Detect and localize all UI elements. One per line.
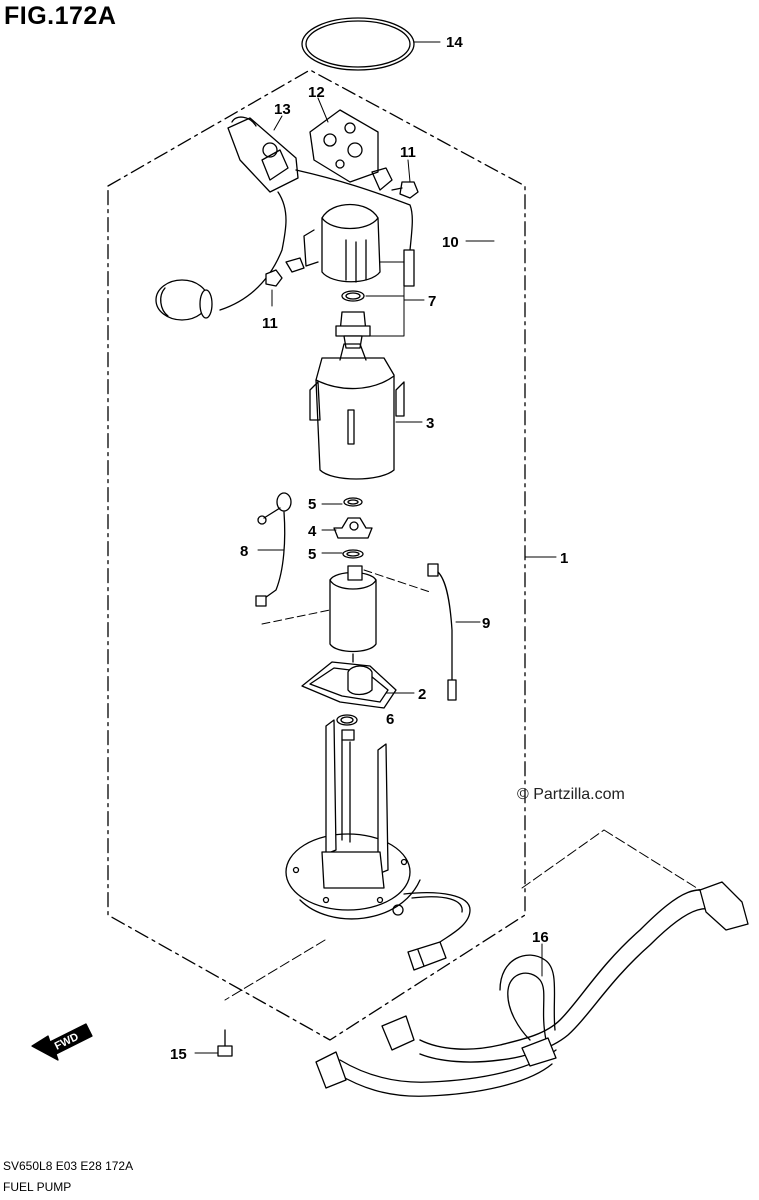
check-valve-part [335, 311, 371, 349]
watermark-text: © Partzilla.com [517, 786, 625, 803]
fwd-arrow-icon: FWD [31, 1023, 93, 1061]
callout-10: 10 [442, 234, 459, 251]
pump-coupler-wire [403, 892, 471, 971]
callout-5-upper: 5 [308, 496, 316, 513]
assembly-outline [107, 69, 526, 1041]
pump-holder-part [309, 343, 405, 480]
callout-1: 1 [560, 550, 568, 567]
lead-wire-part-8 [255, 492, 292, 607]
o-ring-part-5a [343, 497, 363, 507]
callout-2: 2 [418, 686, 426, 703]
callout-8: 8 [240, 543, 248, 560]
o-ring-part-7 [341, 290, 365, 302]
figure-title: FIG.172A [4, 2, 117, 30]
callout-11-upper: 11 [400, 144, 416, 161]
bolt-part-upper [391, 181, 419, 199]
callout-7: 7 [428, 293, 436, 310]
pressure-regulator-part [309, 109, 393, 191]
callout-12: 12 [308, 84, 325, 101]
callout-6: 6 [386, 711, 394, 728]
leader-lines [194, 41, 701, 1054]
callout-3: 3 [426, 415, 434, 432]
fuel-filter-part [303, 204, 381, 283]
callout-11-lower: 11 [262, 315, 278, 332]
callout-9: 9 [482, 615, 490, 632]
callout-14: 14 [446, 34, 463, 51]
callout-16: 16 [532, 929, 549, 946]
fuel-hose-part [315, 881, 749, 1097]
callout-labels: 14 12 13 11 10 7 11 3 5 4 8 5 9 2 6 1 16… [170, 34, 568, 1063]
callout-5-lower: 5 [308, 546, 316, 563]
bolt-part-15 [217, 1029, 233, 1057]
callout-4: 4 [308, 523, 317, 540]
fuel-pump-motor-part [329, 565, 377, 663]
gasket-ring-part [301, 17, 415, 71]
o-ring-part-5b [342, 549, 364, 559]
cushion-part [333, 517, 373, 539]
fuel-filter-sock-part [301, 661, 397, 709]
callout-13: 13 [274, 101, 291, 118]
bolt-part-lower [265, 257, 305, 287]
callout-15: 15 [170, 1046, 187, 1063]
float-part [155, 279, 213, 321]
pump-bracket-flange-part [285, 719, 421, 920]
lead-wire-part-9 [427, 563, 457, 701]
fwd-label: FWD [53, 1031, 81, 1053]
o-ring-part-6 [336, 714, 358, 726]
figure-code: SV650L8 E03 E28 172A [3, 1159, 134, 1173]
figure-name: FUEL PUMP [3, 1180, 72, 1194]
